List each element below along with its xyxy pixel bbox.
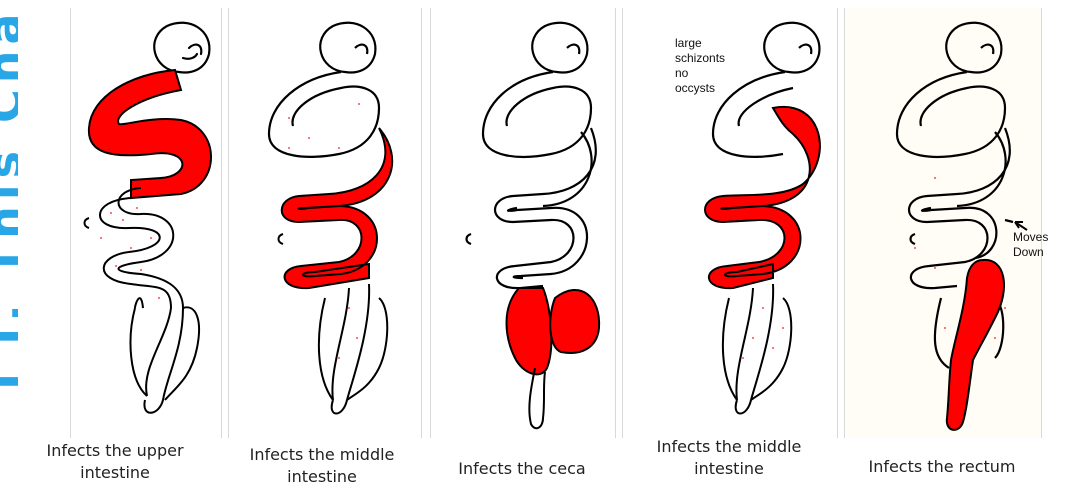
moves-down-label: Moves Down bbox=[1013, 230, 1048, 260]
caption-5: Infects the rectum bbox=[844, 456, 1040, 478]
intestine-diagram-5 bbox=[845, 8, 1041, 438]
schizonts-note: large schizonts no occysts bbox=[675, 36, 725, 96]
intestine-diagram-2 bbox=[229, 8, 421, 438]
panel-middle-intestine-2: large schizonts no occysts bbox=[622, 8, 838, 438]
infected-middle-loops-2 bbox=[705, 107, 820, 288]
caption-4: Infects the middle intestine bbox=[622, 436, 836, 480]
intestine-diagram-3 bbox=[431, 8, 615, 438]
infected-middle-loops bbox=[282, 128, 392, 288]
panel-rectum: Moves Down bbox=[844, 8, 1042, 438]
caption-3: Infects the ceca bbox=[430, 458, 614, 480]
moves-down-arrow bbox=[1015, 222, 1027, 230]
intestine-diagram-4 bbox=[623, 8, 837, 438]
intestine-diagram-1 bbox=[71, 8, 221, 438]
caption-1: Infects the upper intestine bbox=[10, 440, 220, 484]
infected-ceca-right bbox=[550, 290, 599, 353]
panel-middle-intestine bbox=[228, 8, 422, 438]
side-heading-text: I I. This Cha bbox=[0, 0, 18, 390]
infected-duodenal-loop bbox=[89, 70, 211, 198]
caption-2: Infects the middle intestine bbox=[222, 444, 422, 488]
panel-ceca bbox=[430, 8, 616, 438]
infected-ceca-left bbox=[507, 288, 552, 374]
panel-upper-intestine bbox=[70, 8, 222, 438]
